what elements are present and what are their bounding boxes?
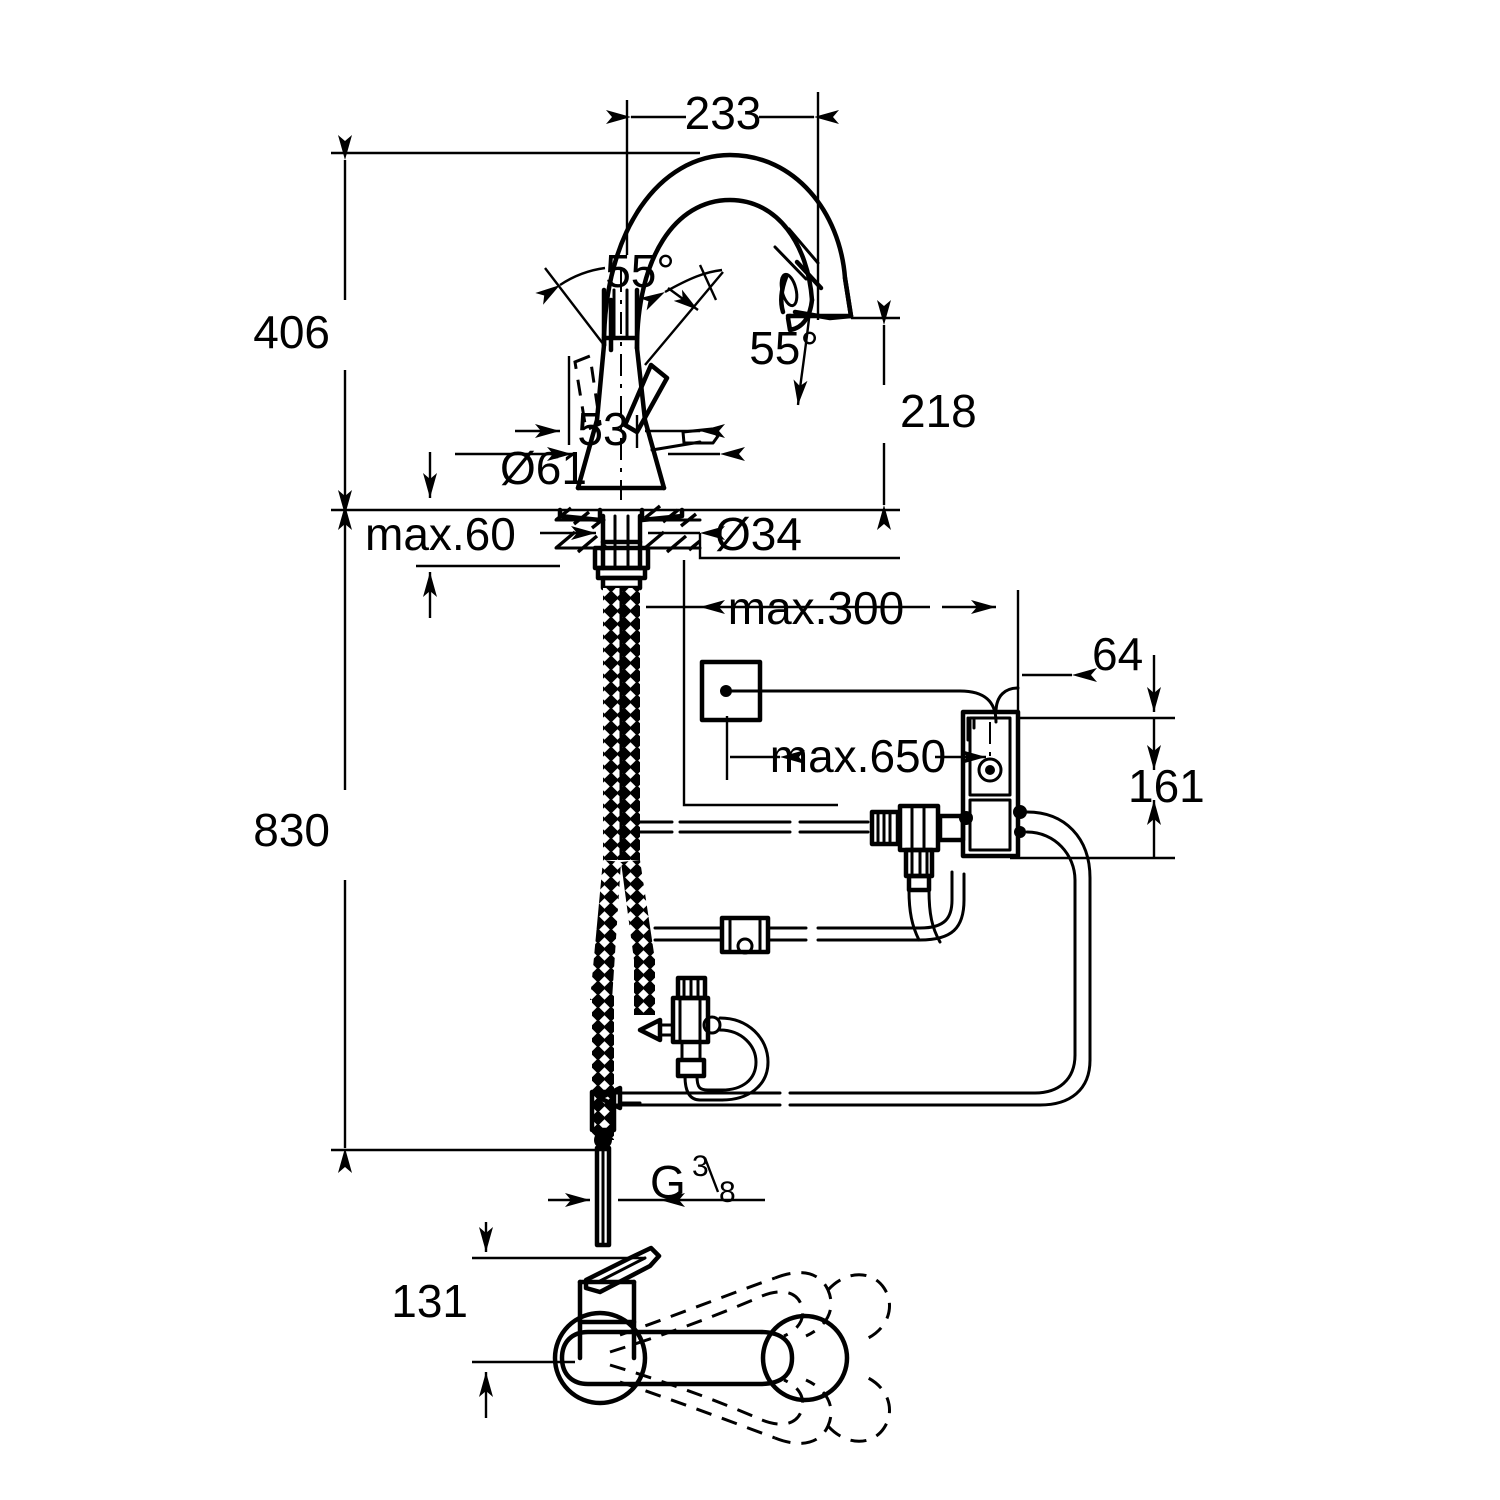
dimension-131: 131 [391,1222,645,1418]
electronic-control-box [959,686,1027,859]
dimension-233: 233 [606,87,839,320]
hose-braid-right-leg [621,860,655,960]
spout-body [601,152,854,351]
dim-label-max300: max.300 [728,582,904,634]
dim-label-thread-g: G [650,1156,686,1208]
dim-label-55-left: 55° [605,245,675,297]
sensor-button-box [699,659,998,724]
dimension-d34: Ø34 [540,508,900,560]
dim-label-d34: Ø34 [715,508,802,560]
dim-label-thread-denominator: 8 [719,1176,736,1209]
dimension-406: 406 [253,135,700,530]
supply-tail-connector [589,1085,642,1248]
dimension-max650: max.650 [725,716,986,782]
spray-head-detail [773,227,820,308]
dimension-161: 161 [1010,718,1205,860]
check-valve-assembly [637,975,770,1102]
braided-hose-assembly [590,588,655,1140]
deck-mount-assembly [554,504,702,591]
dimension-thread-g38: G 3 8 [548,1150,765,1209]
dimension-55-left: 55° [535,245,675,346]
hose-braid-left-leg [590,860,621,1000]
dim-label-161: 161 [1128,760,1205,812]
dim-label-max650: max.650 [770,730,946,782]
dimension-55-right: 55° [639,264,819,406]
dim-label-131: 131 [391,1275,468,1327]
hose-braid-supply [592,995,614,1140]
dim-label-53: 53 [577,403,628,455]
dim-label-64: 64 [1092,628,1143,680]
dim-label-830: 830 [253,804,330,856]
dimension-218: 218 [851,300,977,530]
dim-label-max60: max.60 [365,508,516,560]
dim-label-d61: Ø61 [500,442,587,494]
dim-label-218: 218 [900,385,977,437]
dim-label-thread-numerator: 3 [692,1150,709,1183]
pipe-connector-assembly [598,803,1092,1107]
dimension-d61: Ø61 [455,442,745,494]
dim-label-406: 406 [253,306,330,358]
plan-view-faucet [552,1245,891,1445]
dimension-64: 64 [1018,628,1175,720]
dimension-max60: max.60 [365,452,560,618]
dimension-830: 830 [253,490,610,1173]
hose-braid-branch [634,955,655,1015]
inline-flow-device [653,870,966,955]
dim-label-233: 233 [685,87,762,139]
dimension-53: 53 [515,356,725,455]
